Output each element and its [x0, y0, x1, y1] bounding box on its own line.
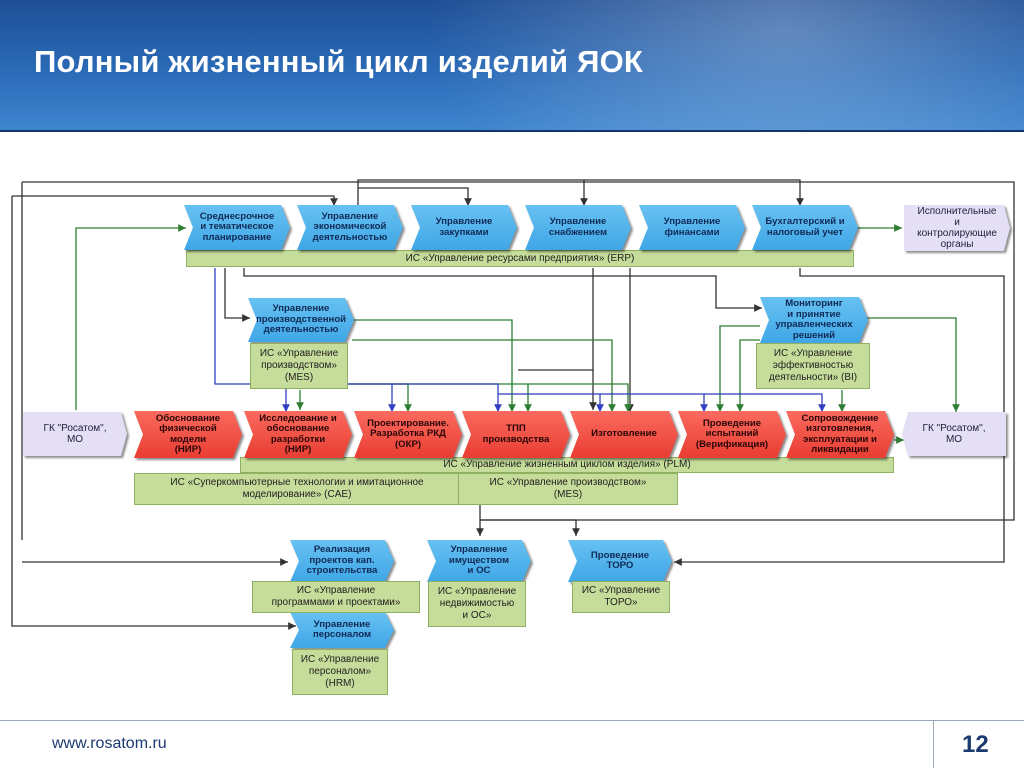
hrm-system: ИС «Управление персоналом» (HRM)	[292, 649, 388, 695]
banner-divider	[0, 130, 1024, 132]
manufacturing-block: Изготовление	[570, 411, 678, 458]
cae-system: ИС «Суперкомпьютерные технологии и имита…	[134, 473, 460, 505]
connector-top-3	[584, 179, 804, 206]
finance-block: Управление финансами	[639, 205, 745, 250]
connector-bi-row	[716, 325, 760, 412]
connector-blue-3	[392, 383, 502, 412]
connector-mon-right	[866, 317, 960, 412]
banner-sheen	[424, 0, 1024, 132]
rosatom-left-block: ГК "Росатом", МО	[23, 412, 127, 456]
bi-system: ИС «Управление эффективностью деятельнос…	[756, 343, 870, 389]
connector-prod-row2	[352, 339, 616, 412]
connector-blue-4	[498, 393, 604, 412]
toro-block: Проведение ТОРО	[568, 540, 672, 582]
verification-block: Проведение испытаний (Верификация)	[678, 411, 786, 458]
supply-block: Управление снабжением	[525, 205, 631, 250]
tpp-block: ТПП производства	[462, 411, 570, 458]
personnel-block: Управление персоналом	[290, 612, 394, 648]
connector-erp-prod	[224, 268, 250, 322]
connector-left-spine	[11, 196, 296, 630]
connector-plm-down2	[480, 519, 580, 536]
page-number-divider	[933, 720, 934, 768]
erp-system: ИС «Управление ресурсами предприятия» (E…	[186, 250, 854, 267]
research-block: Исследование и обоснование разработки (Н…	[244, 411, 352, 458]
realty-system: ИС «Управление недвижимостью и ОС»	[428, 581, 526, 627]
design-block: Проектирование. Разработка РКД (ОКР)	[354, 411, 462, 458]
connector-erp-spine	[518, 268, 594, 371]
accounting-block: Бухгалтерский и налоговый учет	[752, 205, 858, 250]
page-title: Полный жизненный цикл изделий ЯОК	[34, 44, 644, 79]
capital-construction-block: Реализация проектов кап. строительства	[290, 540, 394, 582]
projects-system: ИС «Управление программами и проектами»	[252, 581, 420, 613]
connector-top-1	[357, 179, 588, 206]
rosatom-right-block: ГК "Росатом", МО	[902, 412, 1006, 456]
connector-mes-bottom3	[528, 383, 632, 412]
page-number: 12	[962, 731, 989, 758]
toro-system: ИС «Управление ТОРО»	[572, 581, 670, 613]
connector-rosatom-plan	[75, 224, 186, 410]
executive-bodies-block: Исполнительные и контролирующие органы	[904, 205, 1010, 251]
connector-erp-mon2	[674, 268, 1005, 566]
support-block: Сопровождение изготовления, эксплуатации…	[786, 411, 894, 458]
physical-model-block: Обоснование физической модели (НИР)	[134, 411, 242, 458]
connector-bi-row2	[736, 339, 760, 412]
connector-blue-6	[704, 393, 826, 412]
footer-url[interactable]: www.rosatom.ru	[52, 735, 167, 752]
monitoring-block: Мониторинг и принятие управленческих реш…	[760, 297, 868, 343]
footer-divider	[0, 720, 1024, 721]
connector-left-top	[12, 195, 338, 206]
mes-top-system: ИС «Управление производством» (MES)	[250, 343, 348, 389]
strategic-planning-block: Среднесрочное и тематическое планировани…	[184, 205, 290, 250]
connector-blue-5	[600, 393, 708, 412]
procurement-block: Управление закупками	[411, 205, 517, 250]
title-banner: Полный жизненный цикл изделий ЯОК	[0, 0, 1024, 132]
mes-bottom-system: ИС «Управление производством» (MES)	[458, 473, 678, 505]
connector-erp-mon	[243, 268, 762, 312]
production-management-block: Управление производственной деятельность…	[248, 298, 354, 342]
plm-system: ИС «Управление жизненным циклом изделия»…	[240, 457, 894, 473]
connector-loop-outer	[22, 181, 1015, 521]
economic-management-block: Управление экономической деятельностью	[297, 205, 403, 250]
connector-top-2	[358, 187, 472, 206]
connector-prod-row	[352, 319, 516, 412]
property-block: Управление имуществом и ОС	[427, 540, 531, 582]
